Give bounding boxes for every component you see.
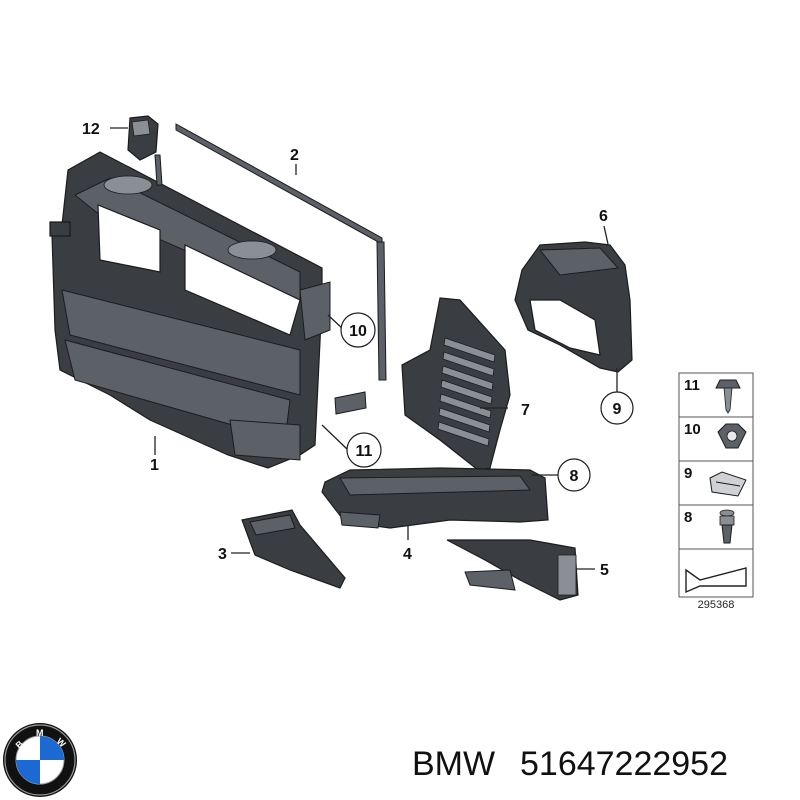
nut-icon xyxy=(717,423,747,449)
callout-6: 6 xyxy=(599,208,608,225)
callout-11: 11 xyxy=(356,443,373,460)
callout-4: 4 xyxy=(403,546,412,563)
spring-clip-icon xyxy=(709,471,747,497)
callout-7: 7 xyxy=(521,402,530,419)
part-1-frame xyxy=(49,151,331,469)
legend-row-9: 9 xyxy=(684,465,692,482)
part-8-air-channel xyxy=(321,467,549,529)
callout-9: 9 xyxy=(613,401,622,418)
callout-2: 2 xyxy=(290,147,299,164)
fastener-legend: 11 10 9 8 295368 xyxy=(678,372,754,611)
callout-12: 12 xyxy=(82,121,100,138)
part-6-air-duct xyxy=(514,241,633,373)
callout-8-circle xyxy=(557,458,591,492)
rivet-icon xyxy=(719,509,735,544)
callout-8: 8 xyxy=(570,468,579,485)
footer: BMW 51647222952 xyxy=(412,745,728,783)
brand-name: BMW xyxy=(412,745,495,783)
bmw-logo: B M W xyxy=(3,723,77,797)
svg-text:B: B xyxy=(14,738,26,750)
legend-row-10: 10 xyxy=(684,421,701,438)
part-3-deflector xyxy=(241,509,346,589)
arrow-icon xyxy=(685,567,747,594)
svg-text:M: M xyxy=(36,728,44,738)
screw-icon xyxy=(715,379,741,414)
callout-1: 1 xyxy=(150,457,159,474)
callout-11-circle xyxy=(346,432,382,468)
callout-9-circle xyxy=(600,391,634,425)
diagram-id: 295368 xyxy=(698,599,735,611)
part-5-lower-duct xyxy=(446,539,579,601)
callout-5: 5 xyxy=(600,562,609,579)
part-2-seal-strip xyxy=(154,123,387,415)
part-7-grille-duct xyxy=(401,297,511,471)
callout-10: 10 xyxy=(349,323,367,340)
callout-3: 3 xyxy=(218,546,227,563)
legend-row-11: 11 xyxy=(684,377,700,394)
part-number: 51647222952 xyxy=(520,745,728,783)
callout-10-circle xyxy=(340,312,376,348)
legend-row-8: 8 xyxy=(684,509,692,526)
part-12-clip xyxy=(127,115,159,161)
callouts: 12 2 1 6 7 3 4 5 10 11 9 8 xyxy=(82,121,634,579)
leader-lines xyxy=(110,127,618,570)
